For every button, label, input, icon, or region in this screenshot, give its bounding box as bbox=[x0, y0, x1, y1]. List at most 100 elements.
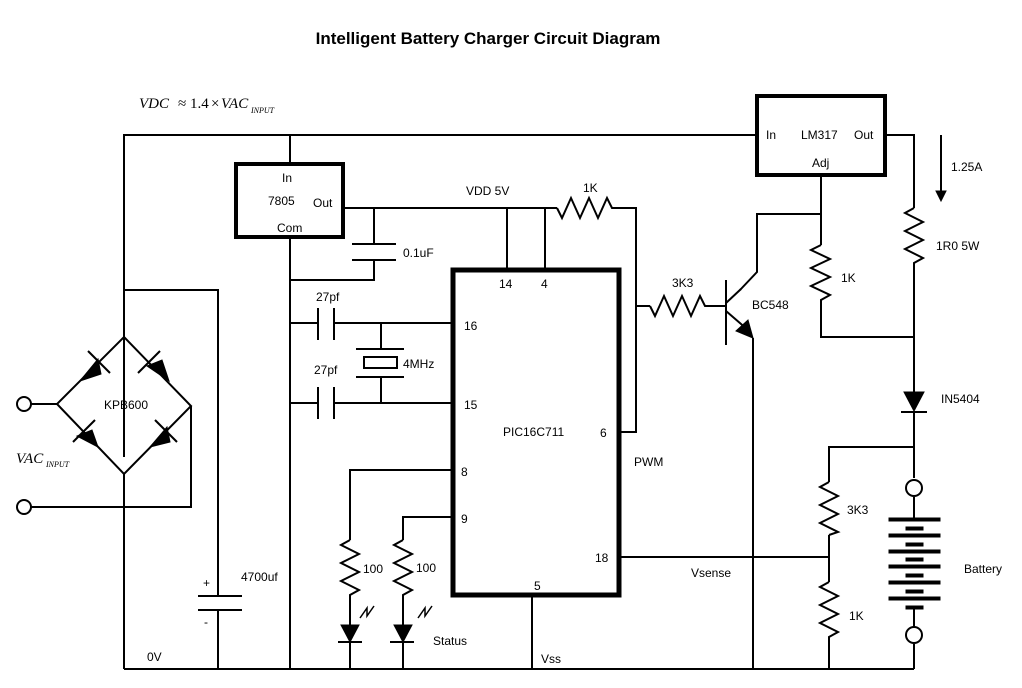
vss-label: Vss bbox=[541, 652, 561, 666]
wire-adj-res-bottom bbox=[820, 308, 914, 338]
mcu-pin-8: 8 bbox=[461, 465, 468, 479]
battery-cell-short bbox=[905, 526, 924, 531]
regulator-7805-part: 7805 bbox=[268, 194, 295, 208]
led-1-icon bbox=[340, 624, 360, 644]
current-label: 1.25A bbox=[951, 160, 982, 174]
adj-resistor-zigzag bbox=[808, 244, 833, 308]
bulk-cap-plus: + bbox=[203, 576, 210, 590]
battery-cell-short bbox=[905, 573, 924, 578]
supply-equation: VDC ≈ 1.4 × VAC INPUT bbox=[139, 96, 275, 115]
pullup-resistor-label: 1K bbox=[583, 181, 598, 195]
diode-br-icon bbox=[148, 425, 171, 448]
crystal-label: 4MHz bbox=[403, 357, 434, 371]
led-2-light-icon bbox=[417, 605, 433, 619]
microcontroller: 14 4 16 15 PIC16C711 6 8 9 18 5 bbox=[450, 267, 622, 598]
led-resistor-2-zigzag bbox=[391, 539, 415, 598]
battery-cell-long bbox=[888, 596, 941, 601]
led-resistor-1-zigzag bbox=[338, 539, 362, 598]
equation-rhs-sub: INPUT bbox=[250, 106, 275, 115]
pwm-label: PWM bbox=[634, 455, 663, 469]
input-label-main: VAC bbox=[16, 451, 44, 467]
bulk-cap-label: 4700uf bbox=[241, 570, 278, 584]
bulk-cap-minus: - bbox=[204, 615, 208, 629]
regulator-7805-body bbox=[234, 162, 345, 239]
equation-approx: ≈ bbox=[178, 96, 186, 112]
series-diode: IN5404 bbox=[901, 391, 980, 413]
pullup-resistor-zigzag bbox=[556, 195, 620, 221]
led-1-light-icon bbox=[359, 605, 375, 619]
battery-cell-short bbox=[905, 557, 924, 562]
sense-resistor-label: 1R0 5W bbox=[936, 239, 980, 253]
wire-bridge-to-cap bbox=[124, 289, 219, 596]
regulator-7805-in: In bbox=[282, 171, 292, 185]
crystal: 4MHz bbox=[356, 348, 434, 378]
transistor-emitter-arrow-icon bbox=[735, 319, 754, 339]
divider-resistor-top: 3K3 bbox=[817, 481, 869, 536]
divider-bottom-zigzag bbox=[817, 581, 841, 640]
base-resistor: 3K3 bbox=[649, 276, 712, 319]
divider-top-label: 3K3 bbox=[847, 503, 869, 517]
diode-tl-icon bbox=[78, 357, 102, 383]
diode-icon bbox=[903, 391, 925, 413]
bridge-label: KPB600 bbox=[104, 398, 148, 412]
regulator-7805: In 7805 Out Com bbox=[234, 162, 345, 239]
input-label-sub: INPUT bbox=[45, 460, 70, 469]
xtal-capacitor-top: 27pf bbox=[316, 290, 340, 340]
wire-pin8 bbox=[349, 469, 452, 540]
diode-label: IN5404 bbox=[941, 392, 980, 406]
battery-cell-long bbox=[888, 533, 941, 538]
battery-cell-long bbox=[888, 549, 941, 554]
wires bbox=[30, 134, 915, 670]
divider-bottom-label: 1K bbox=[849, 609, 864, 623]
battery-cell-long bbox=[888, 580, 941, 585]
wire-decap-bottom bbox=[290, 260, 375, 281]
diode-bl-bar bbox=[72, 419, 96, 443]
equation-factor: 1.4 bbox=[190, 96, 209, 112]
mcu-pin-4: 4 bbox=[541, 277, 548, 291]
battery-cell-short bbox=[905, 605, 924, 610]
decoupling-capacitor: 0.1uF bbox=[352, 243, 434, 261]
led-2-icon bbox=[393, 624, 413, 644]
diode-br-bar bbox=[154, 419, 178, 443]
vsense-label: Vsense bbox=[691, 566, 731, 580]
c1-label: 27pf bbox=[316, 290, 340, 304]
xtal-capacitor-bottom: 27pf bbox=[314, 363, 338, 419]
battery-label: Battery bbox=[964, 562, 1002, 576]
regulator-7805-out: Out bbox=[313, 196, 333, 210]
diode-tr-icon bbox=[145, 359, 170, 383]
battery-terminal-minus bbox=[905, 626, 923, 644]
battery-cell-long bbox=[888, 517, 941, 522]
led-resistor-2-label: 100 bbox=[416, 561, 436, 575]
regulator-lm317-out: Out bbox=[854, 128, 874, 142]
crystal-body bbox=[363, 356, 398, 369]
mcu-pin-16: 16 bbox=[464, 319, 478, 333]
regulator-lm317-body bbox=[755, 94, 887, 177]
equation-lhs: VDC bbox=[139, 96, 170, 112]
mcu-pin-14: 14 bbox=[499, 277, 513, 291]
mcu-pin-18: 18 bbox=[595, 551, 609, 565]
equation-times: × bbox=[211, 96, 219, 112]
mcu-pin-5: 5 bbox=[534, 579, 541, 593]
equation-rhs: VAC bbox=[221, 96, 249, 112]
sense-resistor: 1R0 5W bbox=[902, 207, 980, 268]
regulator-lm317: In LM317 Out Adj bbox=[755, 94, 887, 177]
bridge-rectifier: KPB600 bbox=[55, 335, 193, 476]
mcu-body bbox=[450, 267, 622, 598]
transistor-collector bbox=[725, 288, 742, 304]
input-terminal-bottom bbox=[16, 499, 32, 515]
mcu-pin-9: 9 bbox=[461, 512, 468, 526]
wire-collector bbox=[739, 213, 821, 291]
divider-resistor-bottom: 1K bbox=[817, 581, 864, 640]
diagram-title: Intelligent Battery Charger Circuit Diag… bbox=[316, 29, 661, 48]
wire-bridge-right bbox=[30, 406, 192, 508]
vdd-label: VDD 5V bbox=[466, 184, 509, 198]
diode-tr-bar bbox=[137, 350, 161, 374]
status-led-1 bbox=[338, 605, 375, 644]
battery-cell-short bbox=[905, 589, 924, 594]
adj-resistor-label: 1K bbox=[841, 271, 856, 285]
bulk-capacitor: + - 4700uf bbox=[198, 570, 278, 629]
regulator-lm317-in: In bbox=[766, 128, 776, 142]
battery-terminal-plus bbox=[905, 479, 923, 497]
led-resistor-1: 100 bbox=[338, 539, 383, 598]
